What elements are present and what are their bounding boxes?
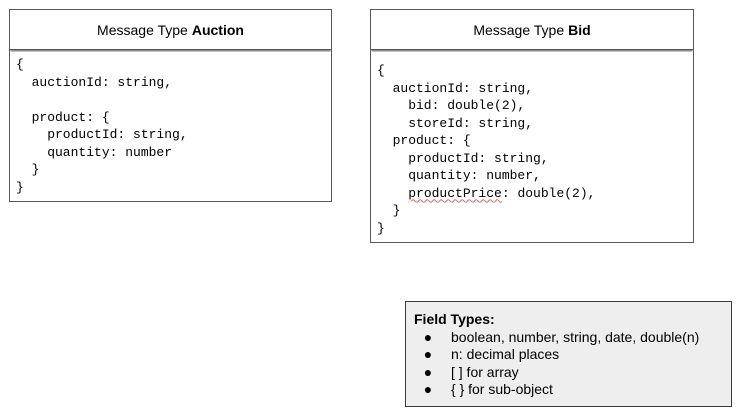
code-line: } (377, 203, 401, 218)
legend-item-text: [ ] for array (451, 363, 519, 380)
auction-title-bold: Auction (191, 21, 244, 38)
code-line: } (16, 162, 40, 177)
field-types-legend: Field Types: ● boolean, number, string, d… (405, 301, 732, 407)
legend-list: ● boolean, number, string, date, double(n… (414, 328, 731, 398)
code-line: auctionId: string, (377, 80, 534, 96)
auction-schema: { auctionId: string, product: { productI… (10, 50, 331, 196)
legend-item-text: n: decimal places (451, 346, 560, 363)
code-line (16, 91, 331, 109)
code-line: productId: string, (377, 150, 549, 166)
bid-schema: { auctionId: string, bid: double(2), sto… (371, 50, 693, 237)
legend-item: ● n: decimal places (414, 346, 731, 364)
code-line: quantity: number, (377, 168, 541, 183)
code-line: storeId: string, (377, 115, 534, 131)
code-line: bid: double(2), (377, 98, 526, 113)
legend-item: ● boolean, number, string, date, double(n… (414, 328, 731, 346)
code-line: productId: string, (16, 127, 188, 142)
legend-item: ● { } for sub-object (414, 381, 731, 399)
bullet-icon: ● (423, 363, 433, 380)
bid-title-bold: Bid (568, 21, 591, 38)
product-price-type: : double(2), (501, 185, 596, 201)
code-line: { (377, 63, 385, 78)
legend-title: Field Types: (414, 311, 495, 327)
legend-item-text: boolean, number, string, date, double(n) (451, 328, 700, 345)
code-line: product: { (16, 109, 110, 125)
bullet-icon: ● (423, 328, 433, 345)
code-line: product: { (377, 133, 471, 148)
code-line: } (16, 179, 24, 195)
code-line: quantity: number (16, 144, 173, 160)
code-indent (377, 186, 408, 201)
bullet-icon: ● (423, 381, 433, 398)
auction-title-prefix: Message Type (97, 21, 188, 38)
code-line: { (16, 57, 24, 72)
product-price-key: productPrice (408, 185, 502, 201)
code-line: auctionId: string, (16, 74, 173, 90)
code-line: } (377, 220, 385, 236)
legend-item-text: { } for sub-object (451, 381, 553, 398)
legend-item: ● [ ] for array (414, 363, 731, 381)
product-price-line: productPrice: double(2), (377, 185, 693, 203)
bid-title-prefix: Message Type (473, 21, 565, 38)
bullet-icon: ● (423, 346, 433, 363)
